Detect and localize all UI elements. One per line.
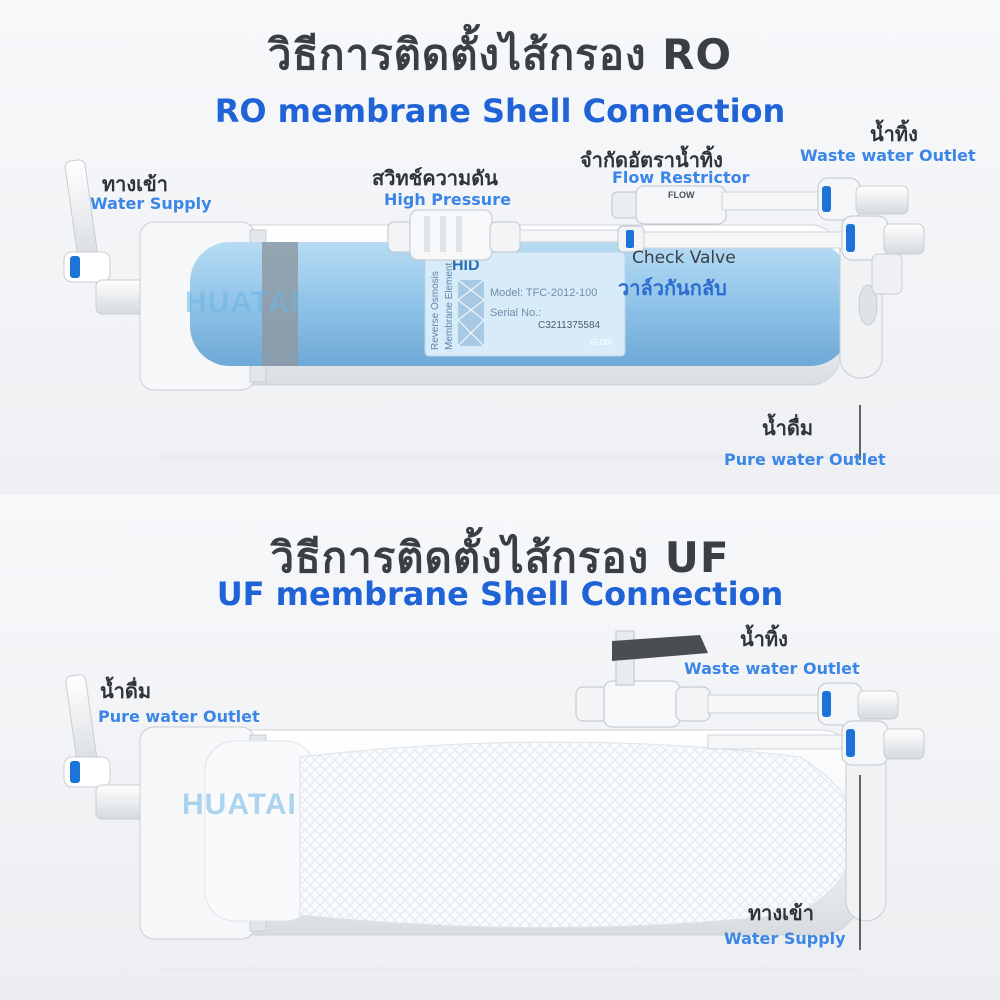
ro-flow-restrictor-label-thai: จำกัดอัตราน้ำทิ้ง — [580, 148, 723, 172]
uf-valve-handle — [612, 635, 708, 661]
uf-housing-illustration — [63, 630, 925, 971]
ro-high-pressure-label-english: High Pressure — [384, 190, 511, 209]
ro-pure-label-english: Pure water Outlet — [724, 450, 886, 469]
ro-flow-restrictor-label-english: Flow Restrictor — [612, 168, 750, 187]
ro-membrane-pattern — [457, 279, 485, 347]
ro-watermark: HUATAI — [185, 286, 300, 319]
uf-pure-label-thai: น้ำดื่ม — [100, 679, 152, 703]
ro-membrane-side-text-1: Reverse Osmosis — [430, 271, 441, 350]
ro-waste-label-thai: น้ำทิ้ง — [870, 122, 918, 146]
ro-membrane-flow-text: FLOW — [590, 338, 614, 347]
ro-title-english: RO membrane Shell Connection — [214, 92, 786, 130]
ro-inlet-pipe — [63, 159, 147, 315]
uf-waste-label-english: Waste water Outlet — [684, 659, 860, 678]
uf-pure-outlet-pipe — [63, 674, 147, 820]
ro-membrane-serial-label: Serial No.: — [490, 307, 541, 319]
uf-element-end — [204, 740, 316, 922]
ro-flow-restrictor: FLOW — [611, 185, 823, 225]
ro-high-pressure-switch — [387, 209, 521, 261]
uf-end-cap — [845, 742, 887, 922]
uf-panel: วิธีการติดตั้งไส้กรอง UF UF membrane She… — [0, 495, 1000, 1000]
ro-membrane-model: Model: TFC-2012-100 — [490, 287, 597, 299]
ro-high-pressure-label-thai: สวิทช์ความดัน — [372, 166, 498, 190]
ro-waste-label-english: Waste water Outlet — [800, 146, 976, 165]
ro-check-valve-label-english: Check Valve — [632, 248, 736, 268]
uf-title-english: UF membrane Shell Connection — [216, 575, 784, 613]
uf-water-supply-label-thai: ทางเข้า — [748, 901, 814, 925]
uf-waste-label-thai: น้ำทิ้ง — [740, 627, 788, 651]
uf-waste-ball-valve — [575, 630, 827, 728]
uf-water-supply-fitting — [841, 720, 925, 766]
ro-title-thai: วิธีการติดตั้งไส้กรอง RO — [267, 30, 733, 79]
ro-pure-label-thai: น้ำดื่ม — [762, 416, 814, 440]
ro-restrictor-flow-text: FLOW — [668, 190, 695, 200]
ro-panel: วิธีการติดตั้งไส้กรอง RO RO membrane She… — [0, 0, 1000, 495]
uf-title-thai: วิธีการติดตั้งไส้กรอง UF — [270, 533, 730, 582]
ro-membrane-serial-number: C3211375584 — [538, 320, 601, 331]
ro-water-supply-label-thai: ทางเข้า — [102, 172, 168, 196]
uf-watermark: HUATAI — [182, 788, 297, 821]
ro-housing-illustration: HID Model: TFC-2012-100 Serial No.: C321… — [63, 159, 925, 460]
ro-membrane-side-text-2: Membrane Element — [444, 263, 455, 350]
uf-pure-label-english: Pure water Outlet — [98, 707, 260, 726]
ro-check-valve — [617, 225, 845, 253]
ro-pure-outlet-fitting — [841, 215, 925, 295]
ro-check-valve-label-thai: วาล์วกันกลับ — [618, 276, 727, 300]
ro-water-supply-label-english: Water Supply — [90, 194, 212, 213]
ro-membrane-brand: HID — [452, 257, 480, 274]
uf-waste-outlet-fitting — [707, 682, 899, 750]
uf-water-supply-label-english: Water Supply — [724, 929, 846, 948]
ro-waste-outlet-fitting — [817, 177, 909, 221]
